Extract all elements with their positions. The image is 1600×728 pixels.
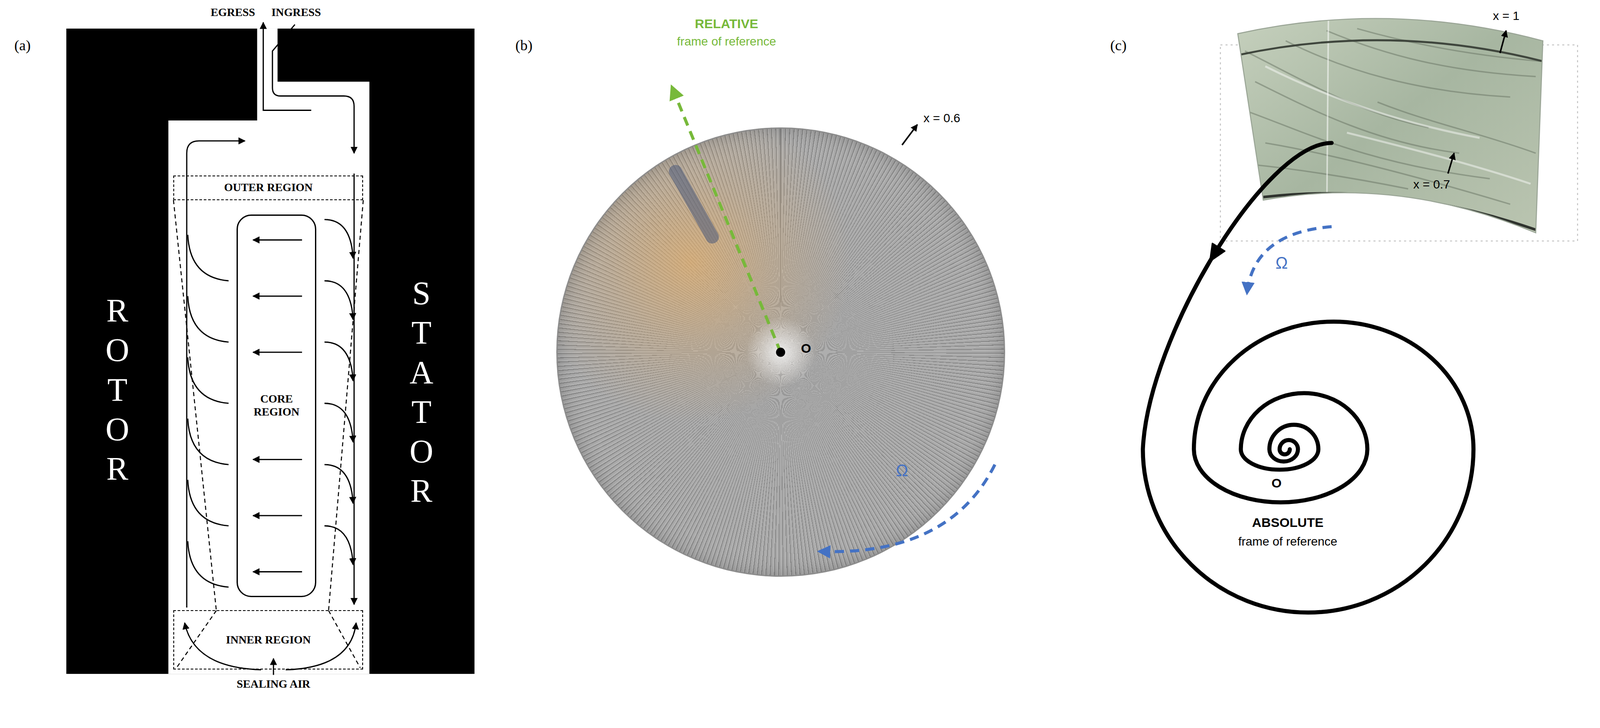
frame-title: RELATIVE — [694, 16, 759, 32]
streak-highlight — [1346, 132, 1531, 184]
rotor-entrainment-line — [187, 541, 229, 588]
region-name: OUTER REGION — [223, 181, 313, 195]
panel-letter: (a) — [14, 36, 31, 54]
origin-label: O — [1271, 475, 1282, 491]
rotor-stator-solid — [66, 28, 475, 674]
seal-cross-section — [66, 22, 475, 676]
flow-label: EGRESS — [210, 6, 256, 20]
absolute-path-spiral — [1142, 142, 1474, 613]
panel-letter: (b) — [515, 36, 533, 54]
relative-frame-panel — [671, 85, 996, 552]
photo-border — [1237, 18, 1543, 234]
photo-ground — [1224, 0, 1552, 245]
streakline — [1285, 40, 1511, 98]
flow-label: INGRESS — [271, 6, 321, 20]
streakline — [1255, 81, 1460, 153]
streak-highlight — [1265, 66, 1480, 138]
radius-pointer — [902, 124, 918, 145]
cavity — [168, 28, 370, 674]
rotor-entrainment-line — [187, 234, 229, 281]
marker-smudge — [675, 171, 713, 237]
radius-label: x = 0.7 — [1413, 177, 1451, 192]
frame-title: ABSOLUTE — [1252, 515, 1324, 531]
absolute-frame-panel — [1142, 0, 1578, 613]
origin-dot — [775, 347, 786, 357]
rotor-entrainment-line — [187, 357, 229, 404]
inner-boundary — [176, 610, 217, 668]
part-name: ROTOR — [100, 290, 134, 489]
radius-label: x = 1 — [1492, 9, 1520, 23]
rotor-entrainment-line — [187, 418, 229, 465]
rotor-entrainment-line — [187, 295, 229, 342]
radius-label: x = 0.6 — [923, 111, 961, 126]
ingress-arrow — [272, 24, 354, 154]
stator-inflow-arrow — [324, 280, 354, 320]
rotation-symbol: Ω — [895, 461, 909, 481]
box-text-group: INNER REGION — [226, 633, 312, 647]
flow-label: SEALING AIR — [236, 677, 311, 691]
region-name: CORE REGION — [248, 392, 305, 419]
region-box: INNER REGION — [173, 610, 364, 670]
rotation-arrow — [1246, 226, 1332, 295]
radius-pointer — [1499, 30, 1506, 54]
sealing-air-arrow — [272, 658, 275, 676]
flow-arrows — [184, 22, 357, 676]
core-axial-arrow — [253, 514, 302, 517]
stator-boundary-layer-arrow — [353, 173, 355, 605]
box-text-group: CORE REGION — [248, 392, 305, 419]
stator-inflow-arrow — [324, 341, 354, 381]
stator-inflow-arrow — [324, 464, 354, 504]
part-name: STATOR — [405, 273, 439, 511]
spiral-arrowhead — [1210, 243, 1225, 262]
region-box: OUTER REGION — [173, 175, 364, 201]
frame-subtitle: frame of reference — [1238, 534, 1338, 549]
stator-inflow-arrow — [324, 525, 354, 565]
panel-letter: (c) — [1109, 36, 1127, 54]
egress-arrow — [263, 22, 312, 111]
frame-subtitle: frame of reference — [677, 34, 777, 49]
core-region-box: CORE REGION — [236, 214, 317, 598]
core-axial-arrow — [253, 458, 302, 461]
stator-inflow-arrow — [324, 219, 354, 259]
sealing-air-split-arrow — [184, 622, 262, 670]
origin-label: O — [801, 340, 812, 357]
core-axial-arrow — [253, 351, 302, 353]
core-axial-arrow — [253, 295, 302, 297]
core-axial-arrow — [253, 571, 302, 573]
rotor-entrainment-line — [187, 479, 229, 526]
region-boundary — [173, 200, 364, 668]
rotation-symbol: Ω — [1275, 253, 1288, 273]
outer-ring-line — [1237, 40, 1543, 62]
core-axial-arrow — [253, 239, 302, 241]
relative-frame-arrow — [671, 85, 781, 353]
region-name: INNER REGION — [226, 633, 312, 647]
rotor-boundary-layer-arrow — [186, 140, 245, 608]
box-text-group: OUTER REGION — [223, 181, 313, 195]
stator-inflow-arrow — [324, 403, 354, 443]
sealing-air-split-arrow — [285, 622, 357, 670]
flow-visualisation-photo — [1224, 0, 1552, 245]
inner-ring-line — [1263, 193, 1536, 230]
photo-seam — [1326, 0, 1329, 245]
radius-pointer — [1447, 152, 1454, 174]
